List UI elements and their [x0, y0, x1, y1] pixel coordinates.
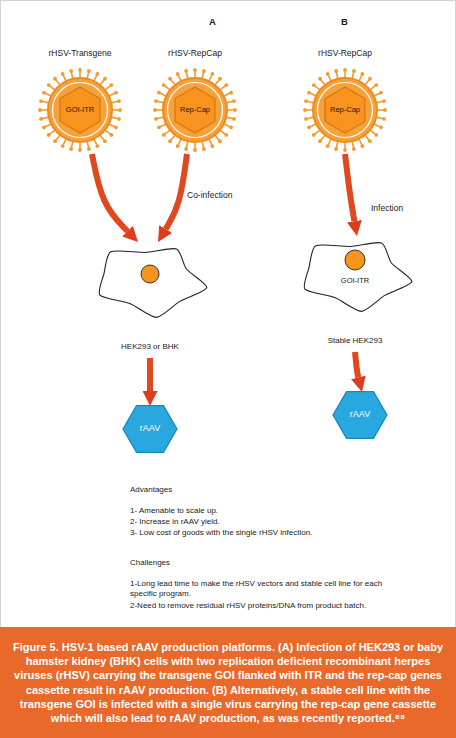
list-item: 2- Increase in rAAV yield.: [130, 517, 220, 527]
section-heading: Advantages: [130, 485, 172, 495]
raav-hexagon: rAAV: [332, 390, 388, 440]
cell-nucleus: [141, 265, 159, 283]
hexagon-shape: [123, 406, 177, 453]
list-item: 1-Long lead time to make the rHSV vector…: [130, 579, 392, 599]
cassette-label: GOI-ITR: [290, 276, 420, 285]
node-outline: [290, 48, 400, 154]
raav-hexagon: rAAV: [122, 404, 178, 454]
list-item: 2-Need to remove residual rHSV proteins/…: [130, 601, 392, 611]
panel-letter: A: [209, 16, 216, 28]
arrow-label: Co-infection: [186, 190, 233, 200]
list-item: 1- Amenable to scale up.: [130, 506, 218, 516]
node-outline: [85, 238, 215, 356]
cell-label: Stable HEK293: [290, 336, 420, 346]
caption-panel: Figure 5. HSV-1 based rAAV production pl…: [0, 627, 456, 738]
figure-caption: Figure 5. HSV-1 based rAAV production pl…: [0, 640, 456, 724]
virus-particle: rHSV-RepCapRep-Cap: [140, 48, 250, 154]
product-label: rAAV: [332, 409, 388, 420]
host-cell: HEK293 or BHK: [85, 238, 215, 356]
cell-nucleus: [345, 250, 365, 270]
panel-letter: B: [341, 16, 348, 28]
infection-arrow: [166, 154, 187, 229]
infection-arrow: [355, 352, 358, 377]
arrow-label: Infection: [370, 203, 404, 213]
virus-particle: rHSV-RepCapRep-Cap: [290, 48, 400, 154]
host-cell: GOI-ITR Stable HEK293: [290, 232, 420, 350]
product-label: rAAV: [122, 423, 178, 434]
infection-arrow: [345, 154, 354, 221]
infection-arrow: [92, 154, 128, 231]
section-heading: Challenges: [130, 558, 170, 568]
node-outline: [140, 48, 250, 154]
virus-particle: rHSV-TransgeneGOI-ITR: [25, 48, 135, 154]
virus-heading: rHSV-Transgene: [25, 48, 135, 59]
cell-membrane: [99, 249, 207, 318]
virus-heading: rHSV-RepCap: [290, 48, 400, 59]
node-outline: [25, 48, 135, 154]
cassette-label: Rep-Cap: [140, 105, 250, 114]
list-item: 3- Low cost of goods with the single rHS…: [130, 528, 312, 538]
node-outline: [290, 232, 420, 350]
cell-label: HEK293 or BHK: [85, 342, 215, 352]
infection-arrow: [147, 358, 153, 391]
cassette-label: GOI-ITR: [25, 105, 135, 114]
hexagon-shape: [333, 392, 387, 439]
cassette-label: Rep-Cap: [290, 105, 400, 114]
virus-heading: rHSV-RepCap: [140, 48, 250, 59]
